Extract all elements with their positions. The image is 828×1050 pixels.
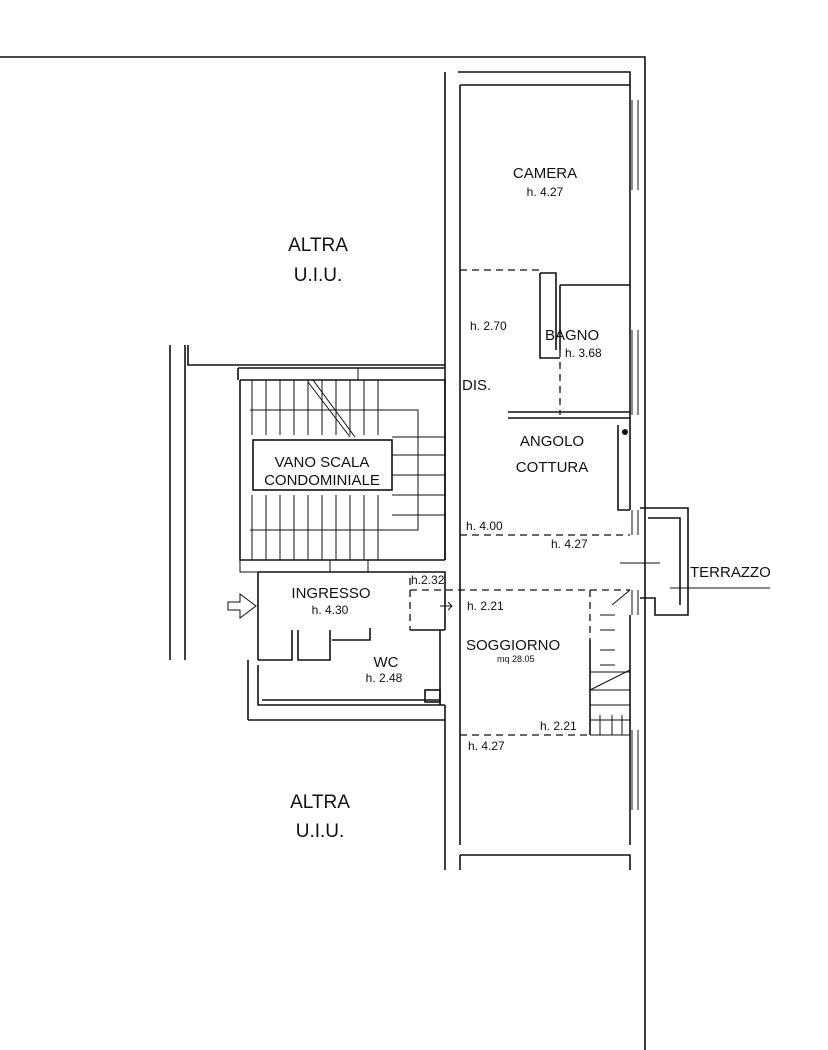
angolo-cottura-line2: COTTURA (516, 459, 589, 476)
angolo-cottura-height-a: h. 4.00 (466, 519, 503, 533)
terrace-outline (620, 507, 770, 616)
outer-boundary (0, 56, 646, 1050)
altra-uiu-bottom-label: ALTRA U.I.U. (290, 792, 350, 842)
soggiorno-height-bottom: h. 4.27 (468, 739, 505, 753)
soggiorno-label: SOGGIORNO (466, 637, 560, 654)
soggiorno-height-top: h. 2.21 (467, 599, 504, 613)
soggiorno-height-stair: h. 2.21 (540, 719, 577, 733)
bagno-label: BAGNO (545, 327, 599, 344)
angolo-cottura-line1: ANGOLO (520, 433, 584, 450)
altra-top-line1: ALTRA (288, 235, 348, 256)
altra-uiu-top-label: ALTRA U.I.U. (288, 235, 348, 286)
vano-scala-line2: CONDOMINIALE (264, 472, 380, 489)
bagno-height: h. 3.68 (565, 346, 602, 360)
dis-height: h. 2.70 (470, 319, 507, 333)
altra-bottom-line1: ALTRA (290, 792, 350, 813)
ingresso-label: INGRESSO (291, 585, 370, 602)
upper-other-unit-walls (187, 72, 446, 366)
angolo-cottura-height-b: h. 4.27 (551, 537, 588, 551)
vano-scala-line1: VANO SCALA (275, 454, 370, 471)
passage-height: h.2.32 (411, 573, 445, 587)
camera-height: h. 4.27 (527, 185, 564, 199)
soggiorno-area: mq 28.05 (497, 654, 535, 664)
terrazzo-label: TERRAZZO (690, 564, 771, 581)
dis-label: DIS. (462, 377, 491, 394)
wc-height: h. 2.48 (366, 671, 403, 685)
ingresso-height: h. 4.30 (312, 603, 349, 617)
wc-label: WC (374, 654, 399, 671)
altra-bottom-line2: U.I.U. (296, 821, 345, 842)
ingresso-wc-walls (227, 571, 453, 721)
camera-label: CAMERA (513, 165, 577, 182)
stairwell (169, 345, 446, 660)
altra-top-line2: U.I.U. (294, 265, 343, 286)
